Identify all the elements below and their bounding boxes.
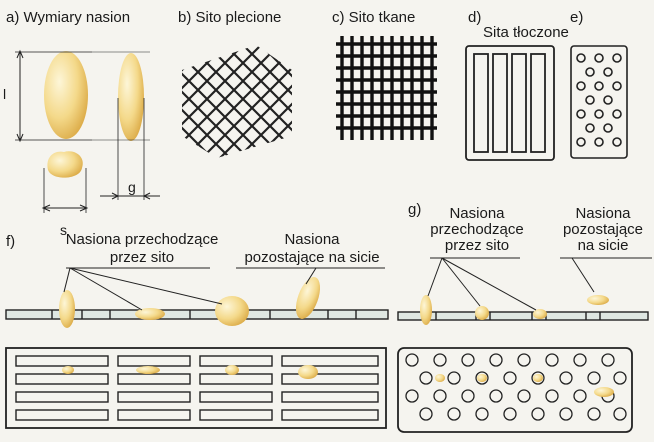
- seed-retained-2: [295, 277, 321, 319]
- seed-dimensions-panel: [15, 49, 160, 213]
- g-passing-line2: przechodzące: [430, 221, 524, 238]
- label-b: b) Sito plecione: [178, 9, 282, 26]
- label-f: f): [6, 233, 16, 250]
- g-retained-line1: Nasiona: [575, 205, 631, 222]
- f-passing-line1: Nasiona przechodzące: [65, 231, 219, 248]
- plaited-sieve: [182, 45, 292, 158]
- round-hole-sieve-top-view: [397, 347, 633, 433]
- g-passing-line3: przez sito: [444, 237, 510, 254]
- woven-wire-sieve: [336, 36, 437, 140]
- f-retained-line1: Nasiona: [284, 231, 340, 248]
- label-g: g): [408, 201, 422, 218]
- seed-front-view: [44, 51, 88, 139]
- pressed-sieves-caption: Sita tłoczone: [483, 24, 569, 41]
- round-hole-sieve-section: [397, 257, 652, 325]
- label-e: e): [570, 9, 584, 26]
- thickness-symbol: g: [128, 179, 136, 195]
- g-passing-line1: Nasiona: [449, 205, 505, 222]
- seed-side-view: [118, 53, 144, 141]
- f-passing-line2: przez sito: [109, 249, 175, 266]
- slotted-sieve-top-view: [5, 347, 387, 429]
- label-c: c) Sito tkane: [332, 9, 416, 26]
- f-retained-line2: pozostające na sicie: [244, 249, 380, 266]
- seed-retained-1: [215, 296, 249, 326]
- length-symbol: l: [3, 86, 7, 102]
- slotted-sieve-section: [5, 267, 389, 328]
- width-symbol: s: [60, 222, 67, 238]
- round-hole-punched-sieve: [570, 45, 628, 159]
- seed-passing-1: [59, 290, 75, 328]
- g-retained-line2: pozostające: [562, 221, 644, 238]
- seed-cross-section: [47, 151, 83, 178]
- seed-passing-2: [135, 308, 165, 320]
- slotted-punched-sieve: [465, 45, 555, 161]
- label-d: d): [468, 9, 482, 26]
- g-retained-line3: na sicie: [577, 237, 629, 254]
- label-a: a) Wymiary nasion: [6, 9, 131, 26]
